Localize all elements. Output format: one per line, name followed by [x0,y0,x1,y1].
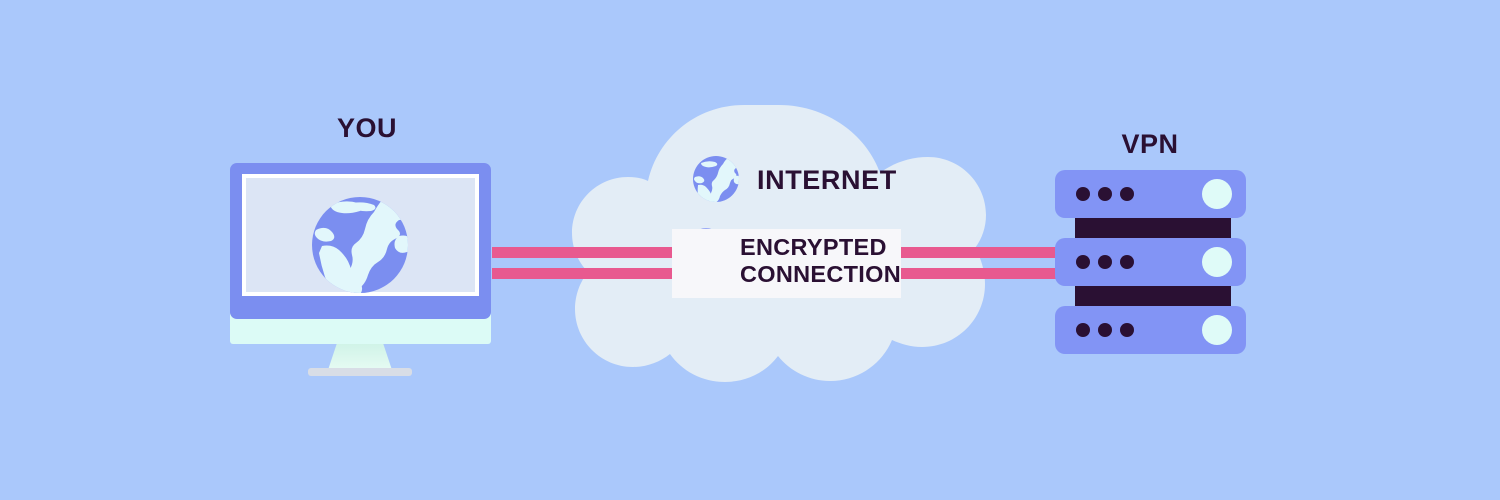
server-led [1202,247,1232,277]
server-dot [1076,187,1090,201]
client-label: YOU [336,113,397,143]
server-unit-3 [1055,306,1246,354]
encrypted-line-1: ENCRYPTED [740,234,887,260]
globe-icon-internet [693,156,739,202]
server-dot [1076,323,1090,337]
monitor-stand-neck [328,340,392,370]
server-unit-1 [1055,170,1246,218]
connection-line-right-bottom [899,268,1059,279]
server-led [1202,179,1232,209]
server-dot [1120,187,1134,201]
encrypted-connection-label: ENCRYPTED CONNECTION [740,234,905,288]
server-led [1202,315,1232,345]
server-label: VPN [1121,129,1179,159]
server-unit-2 [1055,238,1246,286]
server-dot [1098,187,1112,201]
server-dot [1098,323,1112,337]
server-dot [1120,255,1134,269]
server-dot [1120,323,1134,337]
encrypted-connection-box [672,229,901,298]
desktop-monitor-icon [230,163,491,376]
server-dot [1098,255,1112,269]
server-rack-icon [1055,170,1246,354]
internet-label: INTERNET [757,165,897,195]
server-gap-2 [1075,282,1231,307]
connection-line-right-top [899,247,1059,258]
encrypted-line-2: CONNECTION [740,261,901,287]
monitor-stand-base [308,368,412,376]
monitor-base-panel [230,311,491,344]
globe-icon [312,197,408,293]
server-gap-1 [1075,214,1231,239]
server-dot [1076,255,1090,269]
